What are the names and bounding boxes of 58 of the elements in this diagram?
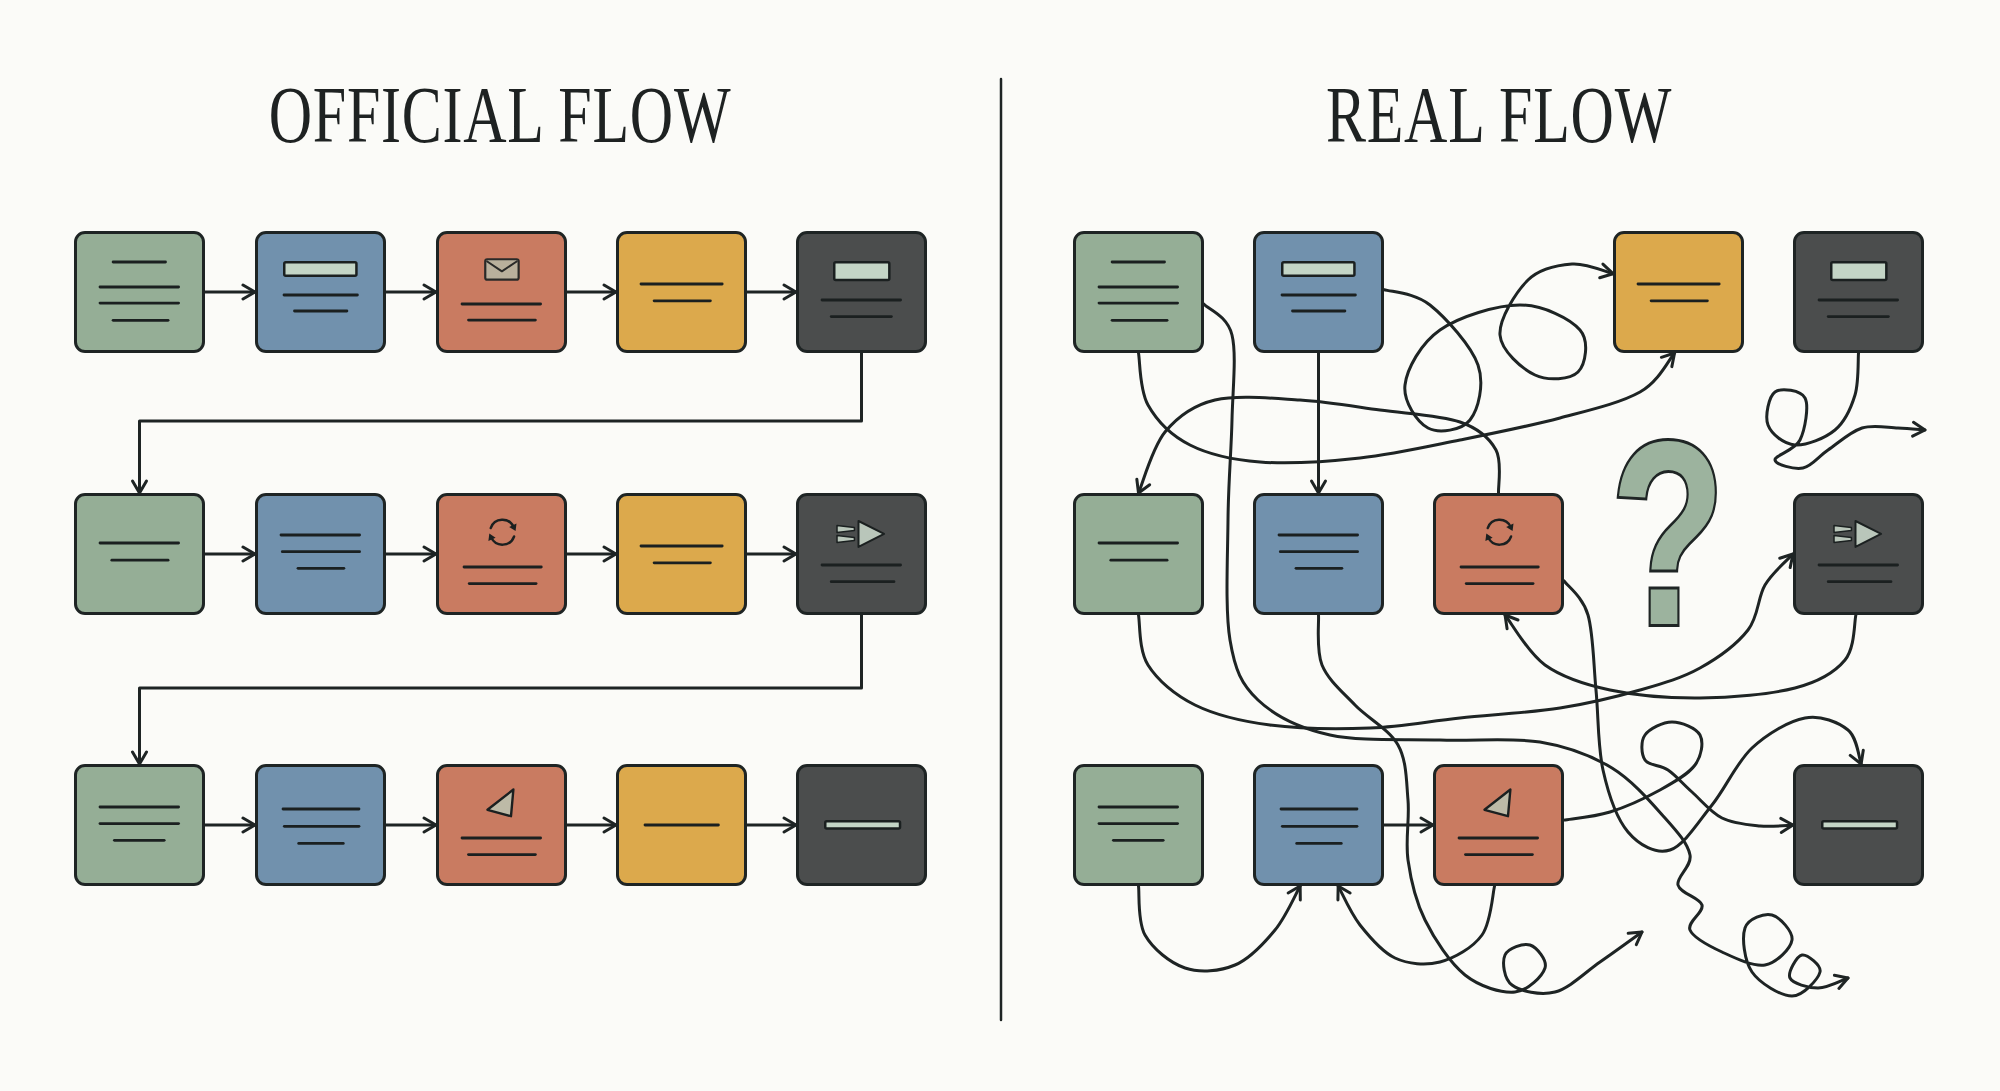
arrow <box>384 283 438 301</box>
arrow <box>1382 816 1435 834</box>
process-box <box>1793 231 1924 353</box>
process-box <box>1253 231 1384 353</box>
process-box <box>1433 764 1564 886</box>
arrow <box>131 613 863 766</box>
process-box <box>796 764 927 886</box>
section-heading: REAL FLOW <box>1325 75 1673 155</box>
arrow <box>1562 579 1866 853</box>
arrow <box>1310 351 1327 495</box>
section-heading: OFFICIAL FLOW <box>268 75 732 155</box>
arrow <box>384 545 438 563</box>
arrow <box>1137 552 1795 731</box>
process-box <box>1073 764 1204 886</box>
arrow <box>1382 262 1615 433</box>
arrow <box>745 545 798 563</box>
process-box <box>1613 231 1744 353</box>
process-box <box>255 764 386 886</box>
arrow <box>1503 613 1858 700</box>
arrow <box>203 283 257 301</box>
arrow <box>384 816 438 834</box>
arrow <box>1765 351 1927 470</box>
arrow <box>565 545 618 563</box>
arrow <box>131 351 863 495</box>
process-box <box>1793 764 1924 886</box>
process-box <box>1433 493 1564 615</box>
arrow <box>1316 613 1644 995</box>
process-box <box>255 493 386 615</box>
process-box <box>616 231 747 353</box>
process-box <box>1793 493 1924 615</box>
process-box <box>436 231 567 353</box>
question-mark: ? <box>1610 423 1726 646</box>
arrow <box>565 816 618 834</box>
arrow <box>1202 302 1850 998</box>
process-box <box>1253 493 1384 615</box>
process-box <box>1253 764 1384 886</box>
process-box <box>74 493 205 615</box>
process-box <box>74 764 205 886</box>
process-box <box>616 493 747 615</box>
arrow <box>203 816 257 834</box>
process-box <box>255 231 386 353</box>
process-box <box>74 231 205 353</box>
arrow <box>1336 884 1497 966</box>
process-box <box>436 493 567 615</box>
process-box <box>796 493 927 615</box>
arrow <box>1137 351 1677 465</box>
process-box <box>1073 493 1204 615</box>
process-box <box>1073 231 1204 353</box>
process-box <box>616 764 747 886</box>
arrow <box>1134 395 1502 495</box>
arrow <box>203 545 257 563</box>
process-box <box>796 231 927 353</box>
arrow <box>565 283 618 301</box>
process-box <box>436 764 567 886</box>
arrow <box>745 283 798 301</box>
arrow <box>1137 884 1303 973</box>
arrow <box>745 816 798 834</box>
arrow <box>1562 720 1795 835</box>
